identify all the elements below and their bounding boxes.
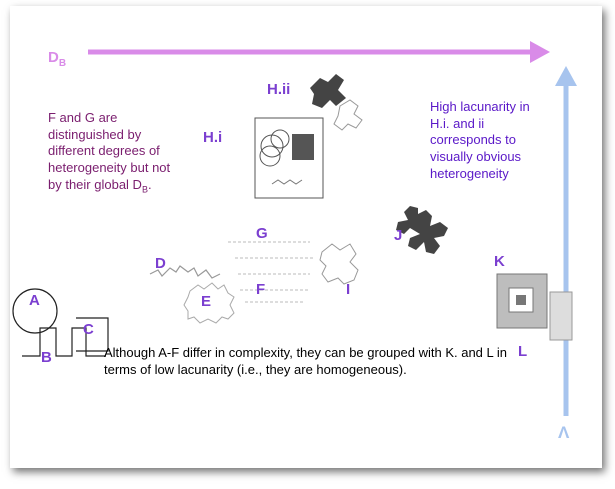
fractal-hii-figure bbox=[310, 74, 363, 131]
note-low-lacunarity: Although A-F differ in complexity, they … bbox=[104, 345, 507, 377]
db-arrow-head bbox=[530, 41, 550, 63]
note-fg-sub: B bbox=[141, 184, 148, 195]
db-axis-label: DB bbox=[48, 49, 67, 69]
axes-graphic bbox=[12, 41, 577, 416]
label-f: F bbox=[256, 281, 266, 298]
fractal-j-figure bbox=[396, 206, 448, 254]
fractal-d-figure bbox=[149, 265, 221, 279]
fractal-i-figure bbox=[319, 243, 359, 285]
label-b: B bbox=[41, 349, 52, 366]
label-c: C bbox=[83, 321, 94, 338]
label-k: K bbox=[494, 253, 505, 270]
note-fg: F and G are distinguished by different d… bbox=[48, 110, 176, 196]
note-fg-suffix: . bbox=[147, 176, 152, 192]
fractal-l-figure bbox=[549, 291, 573, 341]
step-b-figure bbox=[22, 327, 106, 357]
label-i: I bbox=[346, 281, 351, 298]
label-g: G bbox=[256, 225, 268, 242]
label-hii: H.ii bbox=[267, 81, 291, 98]
label-e: E bbox=[201, 293, 212, 310]
note-high-lacunarity: High lacunarity in H.i. and ii correspon… bbox=[430, 99, 530, 181]
box-c-figure bbox=[76, 317, 109, 352]
fractal-k-figure bbox=[496, 273, 548, 329]
fractal-hi-box bbox=[254, 117, 324, 199]
fractal-fg-figure bbox=[228, 241, 315, 303]
lambda-axis-label: Λ bbox=[558, 423, 570, 442]
note-fg-text: F and G are distinguished by different d… bbox=[48, 110, 171, 192]
label-l: L bbox=[518, 343, 528, 360]
label-j: J bbox=[394, 227, 403, 244]
slide: DB Λ A B C D E F G H.i H.ii I J K L F an… bbox=[10, 6, 602, 468]
label-hi: H.i bbox=[203, 129, 223, 146]
label-d: D bbox=[155, 255, 166, 272]
fractal-e-figure bbox=[183, 282, 235, 324]
label-a: A bbox=[29, 292, 40, 309]
circle-a-figure bbox=[12, 288, 58, 334]
lambda-arrow-head bbox=[555, 66, 577, 86]
